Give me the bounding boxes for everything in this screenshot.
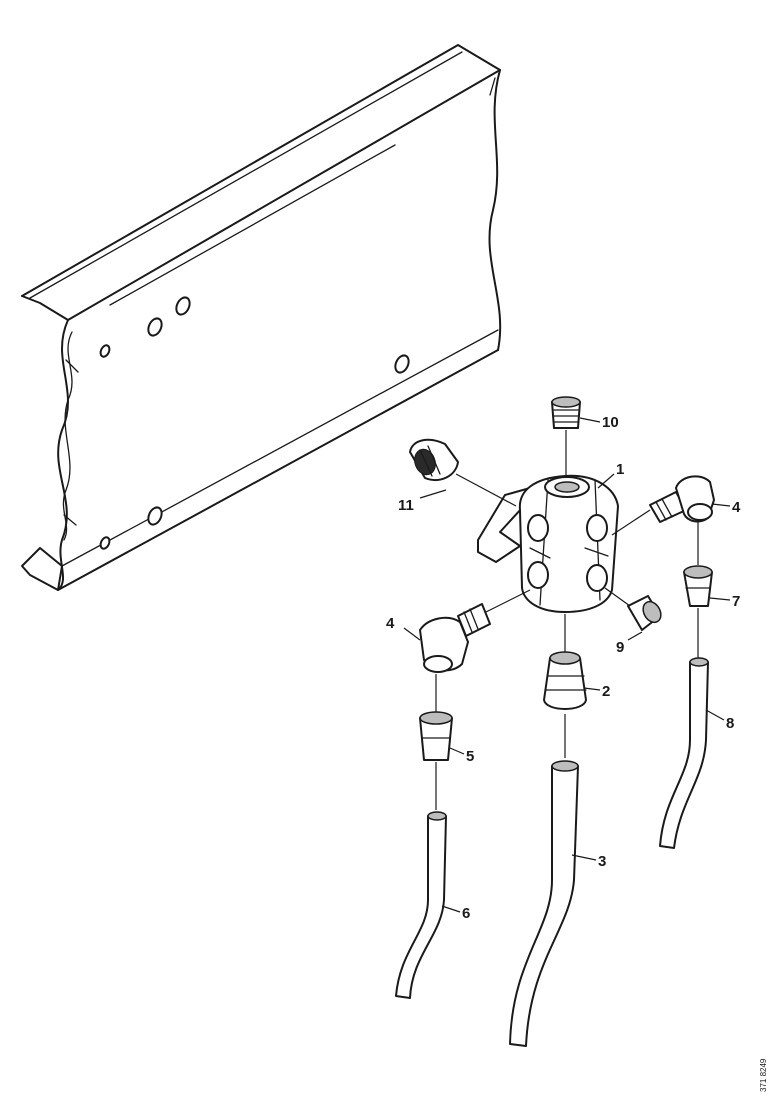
plug-9 — [604, 587, 662, 631]
callout-leaders — [403, 417, 731, 913]
callout-4-left: 4 — [386, 615, 395, 632]
callout-4-right: 4 — [732, 499, 741, 516]
plug-10 — [551, 396, 581, 476]
pipe-8 — [659, 608, 709, 849]
nut-7 — [683, 522, 713, 607]
frame-member — [21, 44, 502, 591]
callout-3: 3 — [598, 853, 606, 870]
callout-11: 11 — [398, 497, 414, 514]
callout-7: 7 — [732, 593, 740, 610]
valve-block — [477, 474, 619, 613]
union-fitting-2 — [543, 614, 587, 710]
callout-6: 6 — [462, 905, 470, 922]
plug-11 — [409, 438, 517, 507]
callout-5: 5 — [466, 748, 474, 765]
callout-10: 10 — [602, 414, 619, 431]
nut-5 — [419, 674, 453, 761]
elbow-fitting-left — [419, 589, 531, 673]
callout-9: 9 — [616, 639, 624, 656]
pipe-3 — [509, 714, 579, 1047]
callout-8: 8 — [726, 715, 734, 732]
callout-2: 2 — [602, 683, 610, 700]
callout-labels: 10 1 11 4 7 9 4 2 5 8 3 6 — [386, 414, 741, 922]
pipe-6 — [395, 762, 447, 999]
drawing-code: 371 8249 — [759, 1058, 768, 1092]
callout-1: 1 — [616, 461, 624, 478]
elbow-fitting-right — [611, 475, 715, 536]
